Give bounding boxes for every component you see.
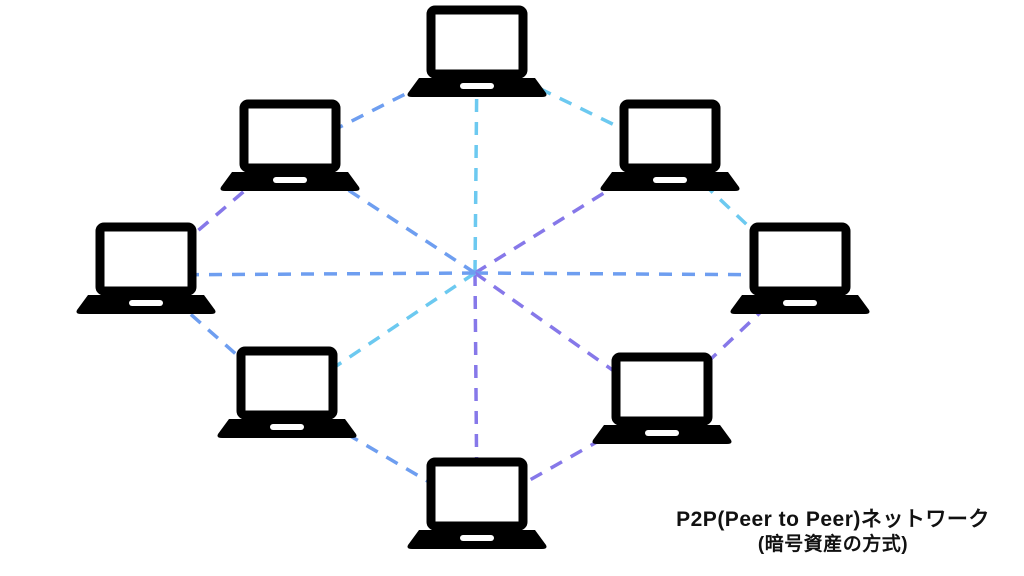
laptop-node-bottom [408,462,547,549]
laptop-node-top-right [601,104,740,191]
laptop-node-right [731,227,870,314]
edge-center-top [473,57,479,274]
caption-subtitle: (暗号資産の方式) [757,534,909,556]
edge-center-right [474,271,801,277]
laptop-node-top-left [221,104,360,191]
laptop-node-bottom-right [593,357,732,444]
diagram-caption: P2P(Peer to Peer)ネットワーク (暗号資産の方式) [648,506,1018,558]
laptop-node-left [77,227,216,314]
laptop-node-bottom-left [218,351,357,438]
caption-title: P2P(Peer to Peer)ネットワーク [676,508,990,531]
laptop-node-top [408,10,547,97]
node-layer [77,10,870,549]
edge-center-bottom [473,272,479,511]
edge-center-left [145,271,476,277]
